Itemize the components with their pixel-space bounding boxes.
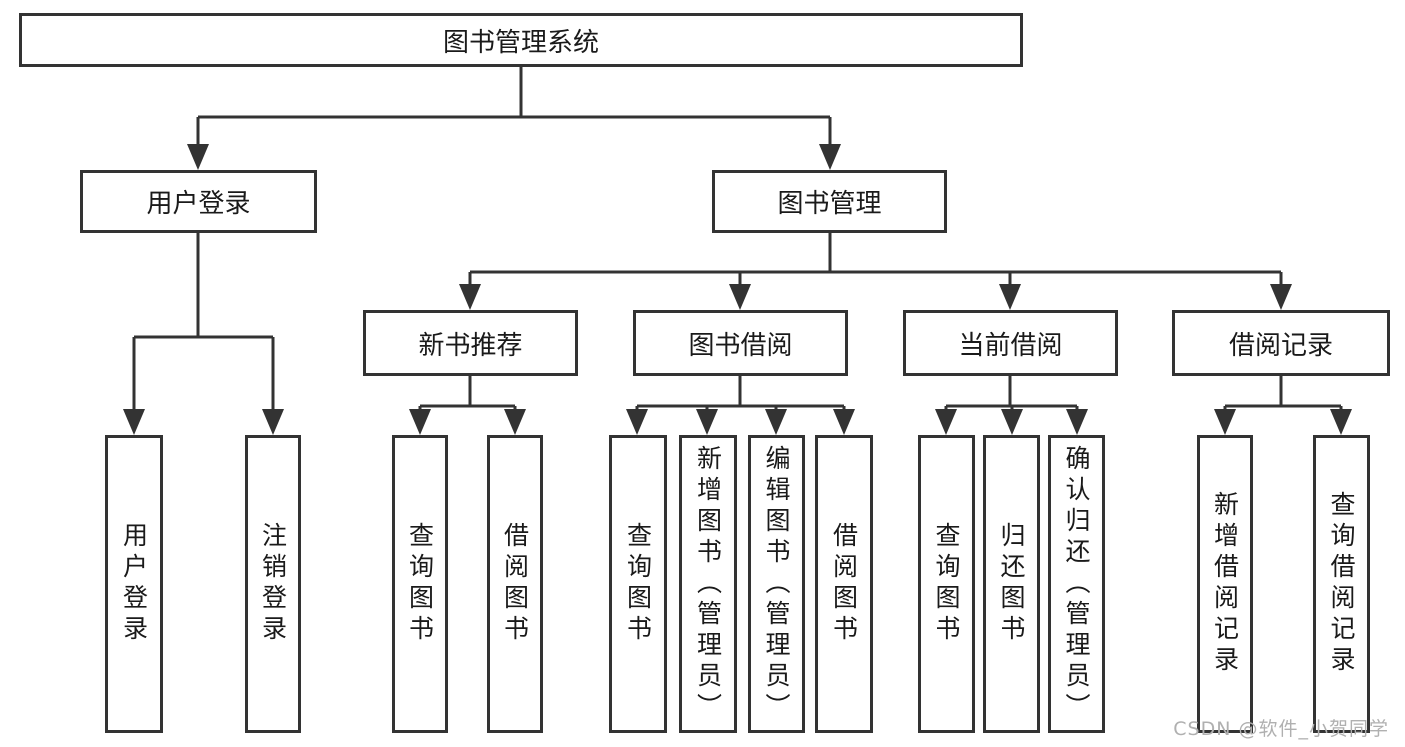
node-book-borrow: 图书借阅	[633, 310, 848, 376]
leaf-label: 查询图书	[405, 522, 435, 646]
node-leaf-user-login: 用户登录	[105, 435, 163, 733]
arrow-down-icon	[765, 409, 787, 435]
node-leaf-edit-books-admin: 编辑图书（管理员）	[748, 435, 805, 733]
node-leaf-query-books-1: 查询图书	[392, 435, 448, 733]
leaf-label: 查询图书	[932, 522, 961, 646]
arrow-down-icon	[819, 144, 841, 170]
connector-book-management	[468, 233, 1283, 286]
node-new-book-recommend: 新书推荐	[363, 310, 578, 376]
leaf-label: 借阅图书	[500, 522, 530, 646]
leaf-label: 借阅图书	[829, 522, 859, 646]
arrow-down-icon	[459, 284, 481, 310]
leaf-label: 新增借阅记录	[1210, 491, 1240, 677]
connector-root	[196, 67, 832, 146]
node-user-login: 用户登录	[80, 170, 317, 233]
node-library-system: 图书管理系统	[19, 13, 1023, 67]
leaf-label: 查询借阅记录	[1327, 491, 1356, 677]
arrow-down-icon	[999, 284, 1021, 310]
node-leaf-query-books-3: 查询图书	[918, 435, 975, 733]
connector-new-book-recommend	[418, 376, 517, 411]
node-borrow-record: 借阅记录	[1172, 310, 1390, 376]
node-leaf-confirm-return-admin: 确认归还（管理员）	[1048, 435, 1105, 733]
node-leaf-borrow-books-1: 借阅图书	[487, 435, 543, 733]
node-current-borrow: 当前借阅	[903, 310, 1118, 376]
arrow-down-icon	[409, 409, 431, 435]
arrow-down-icon	[187, 144, 209, 170]
connector-current-borrow	[944, 376, 1079, 411]
leaf-label: 注销登录	[258, 522, 288, 646]
connector-book-borrow	[635, 376, 846, 411]
node-leaf-query-books-2: 查询图书	[609, 435, 667, 733]
arrow-down-icon	[1001, 409, 1023, 435]
arrow-down-icon	[1214, 409, 1236, 435]
csdn-watermark: CSDN @软件_小贺同学	[1173, 718, 1389, 740]
leaf-label: 确认归还（管理员）	[1062, 444, 1091, 724]
arrow-down-icon	[1330, 409, 1352, 435]
arrow-down-icon	[262, 409, 284, 435]
node-leaf-add-borrow-record: 新增借阅记录	[1197, 435, 1253, 733]
leaf-label: 编辑图书（管理员）	[762, 444, 791, 724]
node-leaf-return-books: 归还图书	[983, 435, 1040, 733]
arrow-down-icon	[1270, 284, 1292, 310]
arrow-down-icon	[626, 409, 648, 435]
arrow-down-icon	[504, 409, 526, 435]
leaf-label: 查询图书	[623, 522, 653, 646]
connector-borrow-record	[1223, 376, 1343, 411]
arrow-down-icon	[1066, 409, 1088, 435]
node-leaf-logout: 注销登录	[245, 435, 301, 733]
arrow-down-icon	[123, 409, 145, 435]
leaf-label: 新增图书（管理员）	[693, 444, 723, 724]
node-leaf-add-books-admin: 新增图书（管理员）	[679, 435, 737, 733]
node-leaf-borrow-books-2: 借阅图书	[815, 435, 873, 733]
connector-user-login	[132, 233, 275, 411]
leaf-label: 归还图书	[997, 522, 1026, 646]
arrow-down-icon	[833, 409, 855, 435]
arrow-down-icon	[696, 409, 718, 435]
leaf-label: 用户登录	[119, 522, 149, 646]
node-leaf-query-borrow-record: 查询借阅记录	[1313, 435, 1370, 733]
arrow-down-icon	[935, 409, 957, 435]
arrow-down-icon	[729, 284, 751, 310]
node-book-management: 图书管理	[712, 170, 947, 233]
